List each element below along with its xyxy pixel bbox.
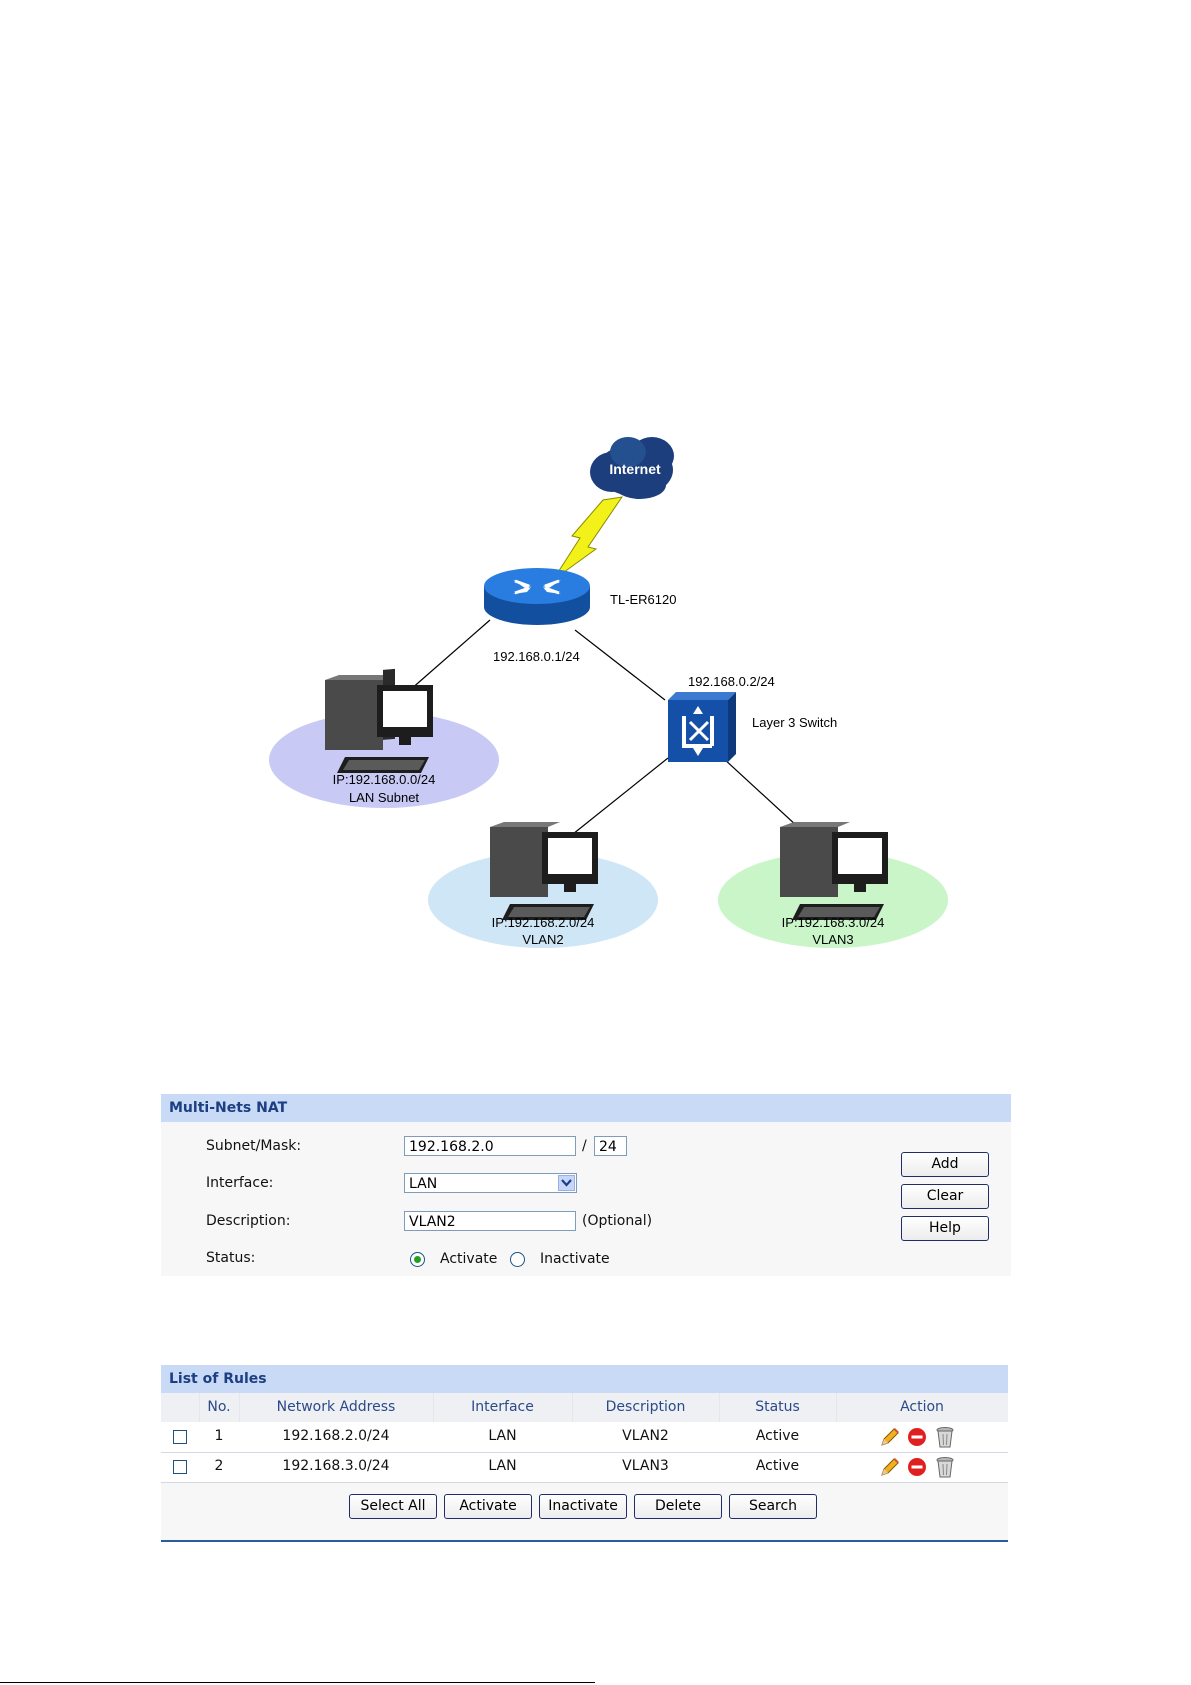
- interface-select-value: LAN: [409, 1176, 438, 1192]
- link-router-switch: [574, 629, 666, 701]
- col-divider: [572, 1393, 573, 1422]
- vlan2-name-label: VLAN2: [522, 932, 563, 947]
- router-ip-label: 192.168.0.1/24: [493, 649, 580, 664]
- delete-button[interactable]: Delete: [634, 1494, 722, 1519]
- mask-input[interactable]: 24: [594, 1136, 627, 1156]
- row-address: 192.168.3.0/24: [282, 1458, 390, 1474]
- list-of-rules-panel: List of Rules No. Network Address Interf…: [161, 1365, 1008, 1540]
- col-divider: [199, 1393, 200, 1422]
- deactivate-icon[interactable]: [907, 1427, 927, 1447]
- switch-ip-label: 192.168.0.2/24: [688, 674, 775, 689]
- lan-ip-label: IP:192.168.0.0/24: [333, 772, 436, 787]
- optional-hint: (Optional): [582, 1213, 653, 1229]
- rules-panel-bottom-border: [161, 1540, 1008, 1542]
- row-description: VLAN3: [622, 1458, 669, 1474]
- switch-name-label: Layer 3 Switch: [752, 715, 837, 730]
- subnet-slash: /: [582, 1138, 587, 1154]
- row-interface: LAN: [488, 1428, 517, 1444]
- help-button[interactable]: Help: [901, 1216, 989, 1241]
- status-activate-label[interactable]: Activate: [440, 1251, 498, 1267]
- header-no: No.: [207, 1399, 231, 1415]
- network-topology-diagram: Internet TL-ER6120 192.168.0.1/24 192.16…: [269, 437, 948, 948]
- chevron-down-icon[interactable]: [558, 1175, 575, 1191]
- row-interface: LAN: [488, 1458, 517, 1474]
- row-divider: [161, 1482, 1008, 1483]
- row-no: 2: [214, 1458, 224, 1474]
- deactivate-icon[interactable]: [907, 1457, 927, 1477]
- select-all-button[interactable]: Select All: [349, 1494, 437, 1519]
- add-button[interactable]: Add: [901, 1152, 989, 1177]
- table-row: 2 192.168.3.0/24 LAN VLAN3 Active: [161, 1453, 1008, 1482]
- clear-button[interactable]: Clear: [901, 1184, 989, 1209]
- header-interface: Interface: [471, 1399, 534, 1415]
- page-footer-rule: [0, 1682, 595, 1683]
- multi-nets-nat-panel: Multi-Nets NAT Subnet/Mask: 192.168.2.0 …: [161, 1094, 1011, 1276]
- edit-pencil-icon[interactable]: [879, 1456, 901, 1478]
- vlan2-zone: [428, 852, 658, 948]
- layer3-switch-icon: [668, 692, 736, 762]
- header-status: Status: [755, 1399, 800, 1415]
- vlan2-ip-label: IP:192.168.2.0/24: [492, 915, 595, 930]
- subnet-mask-label: Subnet/Mask:: [206, 1138, 302, 1154]
- header-description: Description: [605, 1399, 686, 1415]
- link-router-lan: [409, 619, 491, 691]
- lan-name-label: LAN Subnet: [349, 790, 419, 805]
- multi-nets-nat-title: Multi-Nets NAT: [161, 1094, 1011, 1122]
- subnet-input[interactable]: 192.168.2.0: [404, 1136, 576, 1156]
- description-input[interactable]: VLAN2: [404, 1211, 576, 1231]
- link-switch-vlan2: [567, 757, 669, 839]
- router-model-label: TL-ER6120: [610, 592, 676, 607]
- row-no: 1: [214, 1428, 224, 1444]
- header-action: Action: [900, 1399, 944, 1415]
- delete-trash-icon[interactable]: [935, 1425, 955, 1449]
- internet-label: Internet: [609, 461, 661, 477]
- interface-select[interactable]: LAN: [404, 1173, 577, 1193]
- row-checkbox[interactable]: [173, 1430, 187, 1444]
- col-divider: [836, 1393, 837, 1422]
- router-icon: [484, 568, 590, 625]
- status-label: Status:: [206, 1250, 256, 1266]
- col-divider: [239, 1393, 240, 1422]
- list-of-rules-title: List of Rules: [161, 1365, 1008, 1393]
- rules-table-header: [161, 1393, 1008, 1422]
- search-button[interactable]: Search: [729, 1494, 817, 1519]
- vlan3-pc-icon: [780, 822, 888, 920]
- row-description: VLAN2: [622, 1428, 669, 1444]
- col-divider: [719, 1393, 720, 1422]
- internet-cloud-icon: [590, 437, 674, 499]
- delete-trash-icon[interactable]: [935, 1455, 955, 1479]
- activate-button[interactable]: Activate: [444, 1494, 532, 1519]
- row-status: Active: [755, 1458, 800, 1474]
- vlan3-zone: [718, 852, 948, 948]
- header-network-address: Network Address: [276, 1399, 396, 1415]
- interface-label: Interface:: [206, 1175, 274, 1191]
- row-checkbox[interactable]: [173, 1460, 187, 1474]
- row-address: 192.168.2.0/24: [282, 1428, 390, 1444]
- row-divider: [161, 1452, 1008, 1453]
- status-inactivate-radio[interactable]: [510, 1252, 525, 1267]
- vlan3-name-label: VLAN3: [812, 932, 853, 947]
- lan-pc-icon: [325, 668, 433, 773]
- status-inactivate-label[interactable]: Inactivate: [540, 1251, 610, 1267]
- status-activate-radio[interactable]: [410, 1252, 425, 1267]
- wan-lightning-icon: [552, 496, 624, 581]
- inactivate-button[interactable]: Inactivate: [539, 1494, 627, 1519]
- col-divider: [433, 1393, 434, 1422]
- row-status: Active: [755, 1428, 800, 1444]
- table-row: 1 192.168.2.0/24 LAN VLAN2 Active: [161, 1422, 1008, 1452]
- vlan3-ip-label: IP:192.168.3.0/24: [782, 915, 885, 930]
- description-label: Description:: [206, 1213, 291, 1229]
- vlan2-pc-icon: [490, 822, 598, 920]
- edit-pencil-icon[interactable]: [879, 1426, 901, 1448]
